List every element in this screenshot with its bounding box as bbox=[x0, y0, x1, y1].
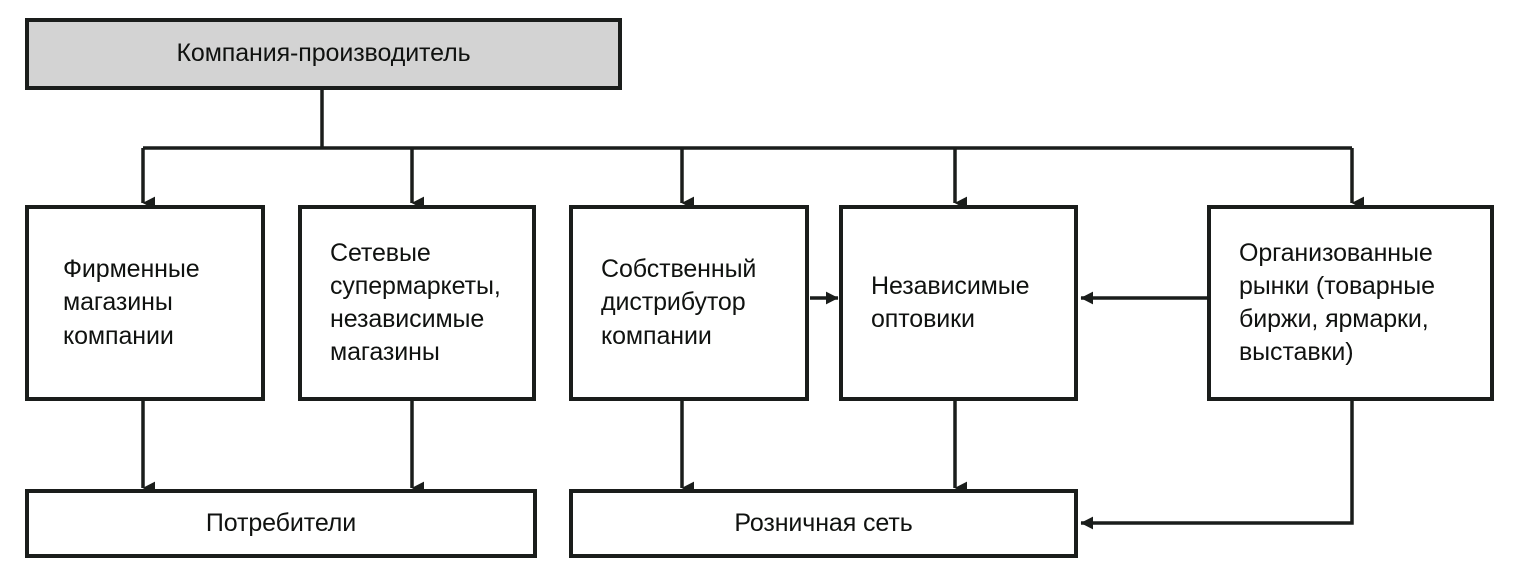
node-branded-stores-label: Фирменные магазины компании bbox=[63, 255, 200, 350]
node-consumers[interactable]: Потребители bbox=[25, 489, 537, 558]
node-branded-stores[interactable]: Фирменные магазины компании bbox=[25, 205, 265, 401]
node-organized-markets[interactable]: Организованные рынки (товарные биржи, яр… bbox=[1207, 205, 1494, 401]
node-organized-markets-label: Организованные рынки (товарные биржи, яр… bbox=[1239, 238, 1435, 367]
node-chain-supermarkets[interactable]: Сетевые супермаркеты, независимые магази… bbox=[298, 205, 536, 401]
node-manufacturer-label: Компания-производитель bbox=[176, 39, 471, 68]
connector-organized-markets-to-retail-network bbox=[1080, 400, 1354, 530]
node-chain-supermarkets-label: Сетевые супермаркеты, независимые магази… bbox=[330, 238, 501, 367]
node-consumers-label: Потребители bbox=[205, 508, 357, 537]
node-own-distributor-label: Собственный дистрибутор компании bbox=[601, 255, 757, 350]
node-retail-network-label: Розничная сеть bbox=[734, 508, 913, 537]
node-retail-network[interactable]: Розничная сеть bbox=[569, 489, 1078, 558]
node-independent-wholesalers[interactable]: Независимые оптовики bbox=[839, 205, 1078, 401]
node-independent-wholesalers-label: Независимые оптовики bbox=[871, 271, 1030, 333]
node-own-distributor[interactable]: Собственный дистрибутор компании bbox=[569, 205, 809, 401]
node-manufacturer[interactable]: Компания-производитель bbox=[25, 18, 622, 90]
